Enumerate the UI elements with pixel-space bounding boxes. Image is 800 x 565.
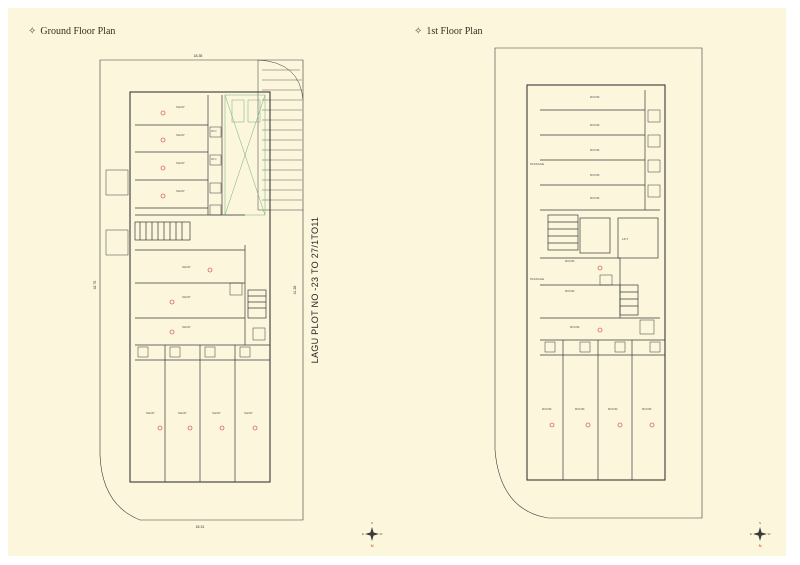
shop-label: SHOP <box>176 133 185 137</box>
first-floor-plan <box>494 47 703 519</box>
ground-plot-boundary <box>99 59 304 521</box>
plot-number-label: LAGU PLOT NO -23 TO 27/1TO11 <box>310 217 320 364</box>
shop-label: SHOP <box>146 411 155 415</box>
ground-staircase <box>257 60 303 211</box>
room-label: ROOM <box>590 95 600 99</box>
compass-east: E <box>362 532 364 536</box>
compass-west: W <box>768 532 771 536</box>
wc-label: W.C <box>211 157 217 161</box>
shop-label: SHOP <box>182 265 191 269</box>
compass-north: N <box>371 543 374 548</box>
ground-compass: S E W N <box>362 521 383 548</box>
diamond-ornament-icon: ✧ <box>414 26 423 37</box>
room-label: ROOM <box>565 289 575 293</box>
ground-floor-title: ✧ Ground Floor Plan <box>28 26 115 37</box>
room-label: ROOM <box>590 173 600 177</box>
ground-floor-title-text: Ground Floor Plan <box>40 26 116 37</box>
room-label: ROOM <box>565 259 575 263</box>
first-floor-title: ✧ 1st Floor Plan <box>414 26 483 37</box>
dim-right-label: 41.28 <box>293 286 297 295</box>
ground-floor-plan <box>99 59 304 521</box>
ground-shop-labels: SHOP SHOP SHOP SHOP SHOP SHOP SHOP SHOP … <box>146 105 253 415</box>
compass-south: S <box>759 521 761 525</box>
first-floor-title-text: 1st Floor Plan <box>426 26 483 37</box>
passage-label: PASSAGE <box>530 277 544 281</box>
dim-top-label: 18.35 <box>194 54 203 58</box>
room-label: ROOM <box>575 407 585 411</box>
diamond-ornament-icon: ✧ <box>28 26 37 37</box>
shop-label: SHOP <box>212 411 221 415</box>
lift-label: LIFT <box>622 237 628 241</box>
dim-bottom-label: 18.31 <box>196 525 205 529</box>
shop-label: SHOP <box>176 189 185 193</box>
room-label: ROOM <box>642 407 652 411</box>
shop-label: SHOP <box>182 325 191 329</box>
room-label: ROOM <box>570 325 580 329</box>
room-label: ROOM <box>590 123 600 127</box>
drawing-sheet: ✧ Ground Floor Plan ✧ 1st Floor Plan <box>8 8 786 556</box>
compass-west: W <box>380 532 383 536</box>
shop-label: SHOP <box>176 105 185 109</box>
compass-north: N <box>759 543 762 548</box>
first-compass: S E W N <box>750 521 771 548</box>
first-plot-boundary <box>494 47 703 519</box>
wc-label: W.C <box>211 129 217 133</box>
green-ramp-area <box>224 94 266 216</box>
room-label: ROOM <box>542 407 552 411</box>
room-label: ROOM <box>590 148 600 152</box>
first-room-labels: ROOM ROOM ROOM ROOM ROOM ROOM ROOM ROOM … <box>530 95 652 411</box>
room-label: ROOM <box>590 196 600 200</box>
passage-label: PASSAGE <box>530 162 544 166</box>
compass-south: S <box>371 521 373 525</box>
dim-left-label: 42.76 <box>93 281 97 290</box>
first-building-outline <box>526 84 666 481</box>
shop-label: SHOP <box>244 411 253 415</box>
room-label: ROOM <box>608 407 618 411</box>
shop-label: SHOP <box>178 411 187 415</box>
compass-east: E <box>750 532 752 536</box>
shop-label: SHOP <box>176 161 185 165</box>
shop-label: SHOP <box>182 295 191 299</box>
